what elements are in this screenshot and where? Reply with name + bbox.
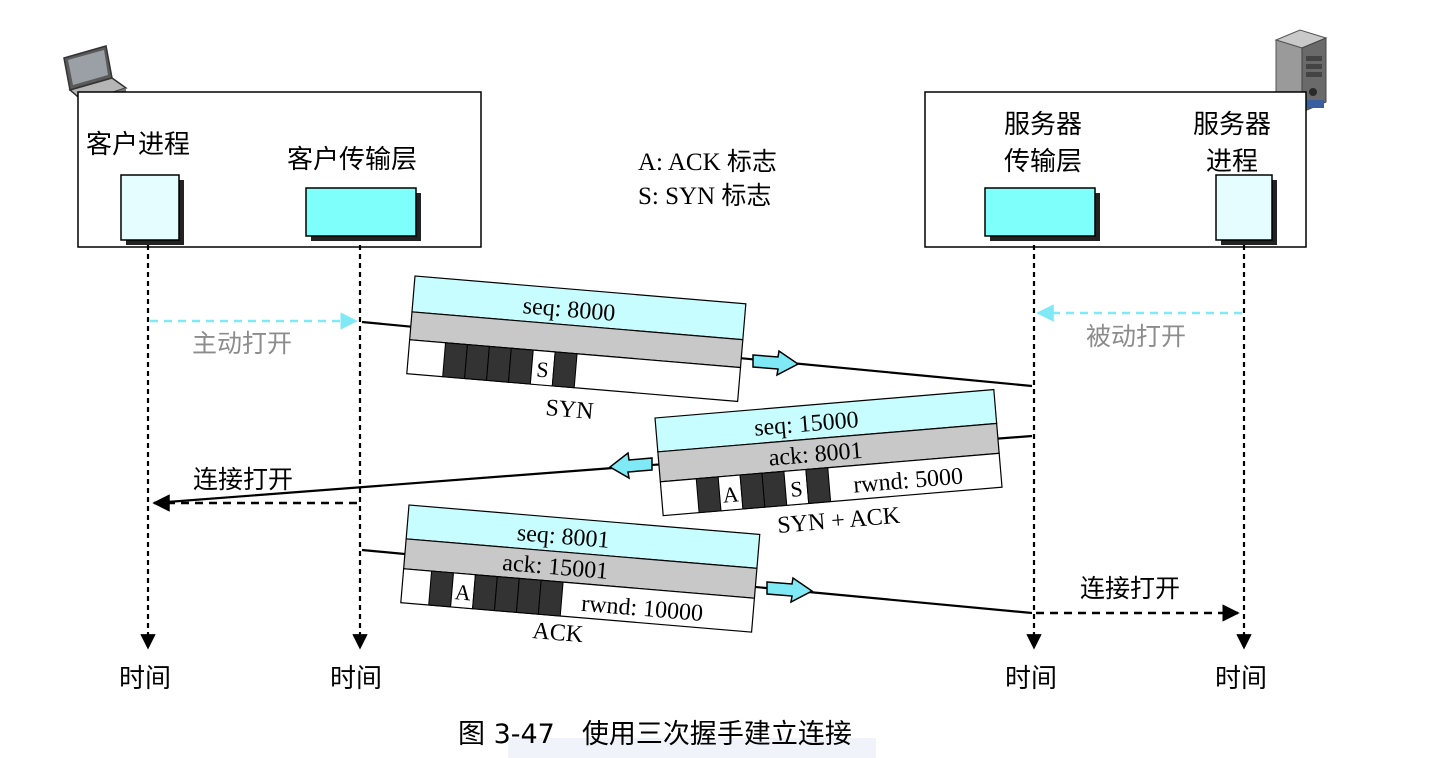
syn-flag-fin xyxy=(551,351,578,389)
client-process-time-label: 时间 xyxy=(119,664,171,694)
legend-syn-flag: S: SYN 标志 xyxy=(638,182,771,210)
syn-flag-s-letter: S xyxy=(535,357,549,383)
server-transport-label-line1: 服务器 xyxy=(1004,110,1082,140)
passive-open-label: 被动打开 xyxy=(1086,322,1186,351)
ack-flag-rst xyxy=(493,576,520,613)
synack-flag-fin xyxy=(805,467,832,504)
syn-direction-arrow xyxy=(752,349,800,377)
synack-segment-group: A S seq: 15000 ack: 8001 rwnd: 5000 SYN … xyxy=(153,388,1033,539)
ack-flag-fin xyxy=(537,579,564,617)
synack-flag-a-letter: A xyxy=(722,481,740,507)
syn-flag-ack xyxy=(464,344,490,381)
ack-segment-group: A seq: 8001 ack: 15001 rwnd: 10000 ACK xyxy=(361,504,1033,648)
syn-segment-group: S seq: 8000 SYN xyxy=(361,275,1033,425)
synack-flag-psh xyxy=(739,472,766,510)
syn-flag-urg xyxy=(442,342,468,380)
legend-ack-flag: A: ACK 标志 xyxy=(638,148,777,176)
client-connection-open-label: 连接打开 xyxy=(193,465,293,494)
server-process-label-line1: 服务器 xyxy=(1193,110,1271,140)
synack-direction-arrow xyxy=(608,451,653,480)
syn-flag-psh xyxy=(485,345,512,383)
server-transport-block xyxy=(984,187,1096,237)
active-open-label: 主动打开 xyxy=(192,329,292,358)
client-transport-block xyxy=(305,187,417,237)
server-process-time-label: 时间 xyxy=(1215,664,1267,694)
syn-flag-rst xyxy=(507,347,534,385)
ack-flag-a-letter: A xyxy=(454,579,472,605)
server-connection-open-label: 连接打开 xyxy=(1080,574,1180,603)
synack-flag-rst xyxy=(761,470,788,508)
synack-flag-urg xyxy=(695,476,722,514)
synack-flag-s-letter: S xyxy=(789,476,803,502)
server-transport-time-label: 时间 xyxy=(1005,664,1057,694)
ack-flag-syn xyxy=(515,577,542,615)
client-process-label: 客户进程 xyxy=(86,130,190,160)
client-process-block xyxy=(120,174,180,241)
server-process-label-line2: 进程 xyxy=(1206,147,1258,177)
synack-segment-name: SYN + ACK xyxy=(776,503,901,539)
ack-flag-urg xyxy=(428,570,455,608)
server-transport-label-line2: 传输层 xyxy=(1004,147,1082,177)
ack-flag-psh xyxy=(472,574,498,612)
server-process-block xyxy=(1215,174,1273,241)
ack-direction-arrow xyxy=(766,576,814,604)
client-transport-time-label: 时间 xyxy=(330,664,382,694)
client-transport-label: 客户传输层 xyxy=(287,145,417,175)
ack-segment-name: ACK xyxy=(531,618,584,648)
syn-segment-name: SYN xyxy=(544,395,594,425)
figure-caption: 图 3-47 使用三次握手建立连接 xyxy=(458,719,852,750)
caption-background-tab xyxy=(508,738,876,758)
